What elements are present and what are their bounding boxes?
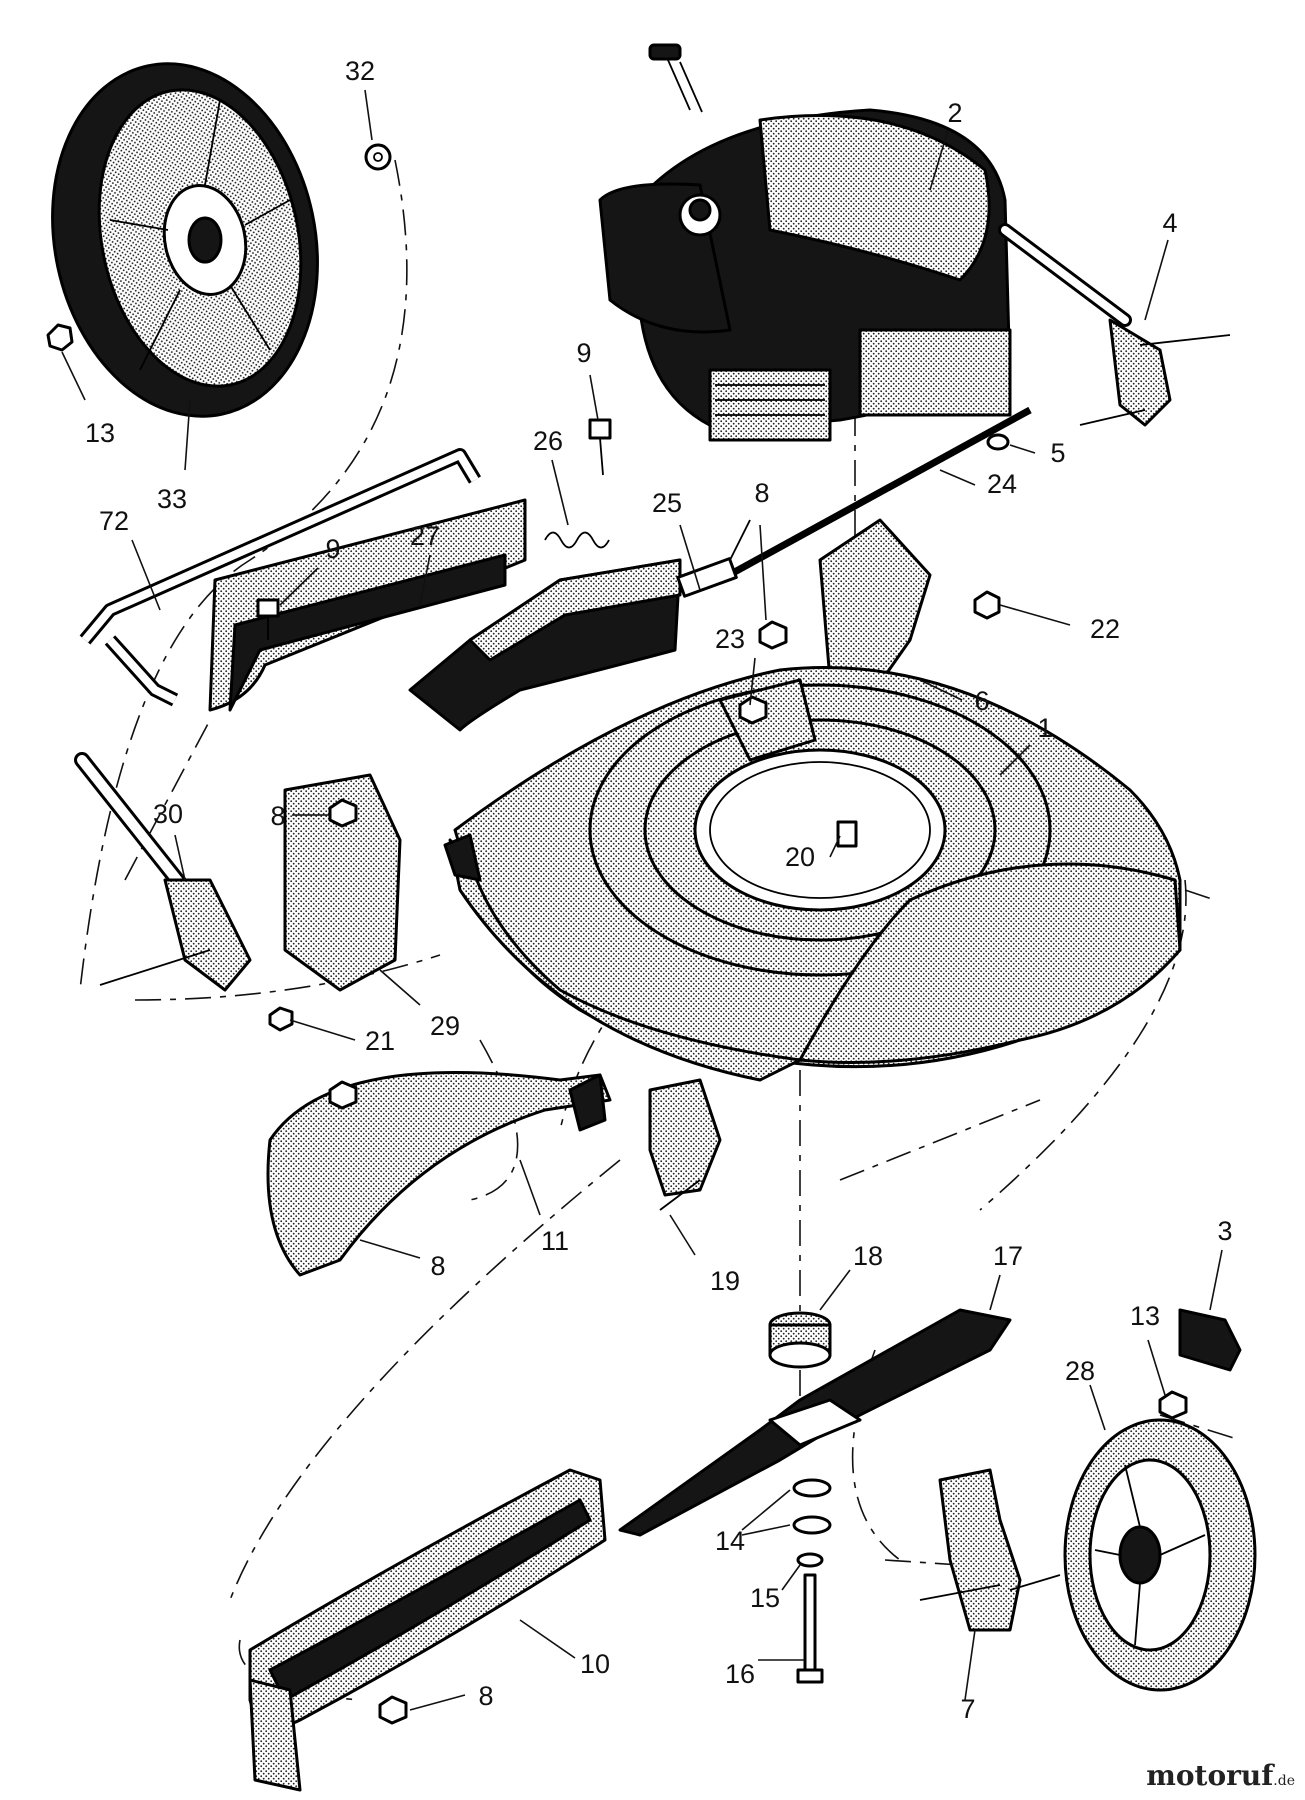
leader-lines — [61, 89, 1223, 1711]
washer-15 — [796, 1552, 824, 1568]
callout-27: 27 — [410, 521, 440, 551]
callout-25: 25 — [652, 488, 682, 518]
plug-3 — [1178, 1308, 1242, 1372]
blade-17 — [618, 1308, 1012, 1537]
bolt-9-mid — [256, 598, 280, 640]
handle-72 — [79, 448, 482, 707]
bolt-21 — [268, 1006, 294, 1032]
engine — [598, 43, 1012, 442]
callout-6: 6 — [974, 686, 989, 716]
callout-numbers: 32 2 4 13 33 9 26 5 24 72 27 9 8 25 22 2… — [85, 56, 1233, 1724]
callout-17: 17 — [993, 1241, 1023, 1271]
height-adjuster-right — [998, 223, 1231, 427]
nut-13-front — [1158, 1390, 1188, 1420]
callout-14: 14 — [715, 1526, 745, 1556]
callout-5: 5 — [1050, 438, 1065, 468]
callout-3: 3 — [1217, 1216, 1232, 1246]
callout-8-left: 8 — [270, 801, 285, 831]
callout-19: 19 — [710, 1266, 740, 1296]
rear-flap-assembly — [208, 498, 751, 732]
callout-15: 15 — [750, 1583, 780, 1613]
front-adjuster-7 — [919, 1468, 1061, 1632]
watermark-tld: .de — [1273, 1773, 1295, 1789]
callout-16: 16 — [725, 1659, 755, 1689]
watermark-name: motoruf — [1146, 1759, 1274, 1792]
callout-2: 2 — [947, 98, 962, 128]
rear-axle — [718, 406, 1032, 584]
callout-24: 24 — [987, 469, 1017, 499]
front-wheel — [1063, 1418, 1257, 1692]
washer-5 — [986, 433, 1010, 451]
callout-22: 22 — [1090, 614, 1120, 644]
washers-14 — [792, 1478, 832, 1535]
callout-7: 7 — [960, 1694, 975, 1724]
front-bracket-19 — [648, 1078, 722, 1211]
blade-adapter-18 — [768, 1311, 832, 1369]
callout-9-mid: 9 — [325, 534, 340, 564]
callout-1: 1 — [1037, 713, 1052, 743]
callout-20: 20 — [785, 842, 815, 872]
callout-30: 30 — [153, 799, 183, 829]
callout-11: 11 — [541, 1226, 569, 1256]
side-deflector-10 — [248, 1468, 607, 1792]
callout-13-rear: 13 — [85, 418, 115, 448]
nut-8-upper — [758, 620, 788, 650]
bolt-22 — [973, 590, 1001, 620]
bolt-16 — [796, 1573, 824, 1684]
callout-23: 23 — [715, 624, 745, 654]
callout-18: 18 — [853, 1241, 883, 1271]
height-adjuster-left — [74, 752, 252, 992]
callout-8-upper: 8 — [754, 478, 769, 508]
callout-33: 33 — [157, 484, 187, 514]
nut-13-rear — [46, 323, 74, 352]
callout-21: 21 — [365, 1026, 395, 1056]
bracket-6 — [818, 518, 932, 692]
callout-4: 4 — [1162, 208, 1177, 238]
callout-32: 32 — [345, 56, 375, 86]
rear-wheel — [51, 62, 319, 418]
callout-29: 29 — [430, 1011, 460, 1041]
deflector-11 — [266, 1071, 612, 1277]
nut-8-left — [328, 798, 358, 828]
callout-28: 28 — [1065, 1356, 1095, 1386]
callout-26: 26 — [533, 426, 563, 456]
callout-8-deflector: 8 — [430, 1251, 445, 1281]
callout-9-top: 9 — [576, 338, 591, 368]
washer-32 — [364, 143, 392, 171]
mower-deck — [443, 666, 1182, 1082]
callout-10: 10 — [580, 1649, 610, 1679]
callout-72: 72 — [99, 506, 129, 536]
spring-26 — [544, 531, 610, 549]
callout-8-bottom: 8 — [478, 1681, 493, 1711]
bolt-9-top — [588, 418, 612, 476]
watermark-logo: motoruf.de — [1146, 1759, 1295, 1792]
callout-13-front: 13 — [1130, 1301, 1160, 1331]
